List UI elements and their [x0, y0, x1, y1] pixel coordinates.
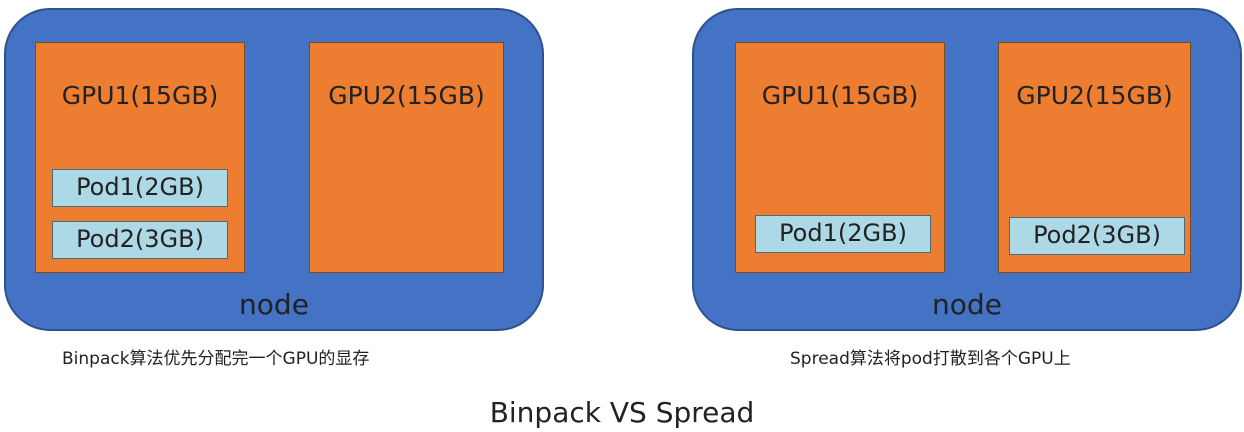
binpack-gpu1: GPU1(15GB) Pod1(2GB) Pod2(3GB) — [35, 42, 245, 273]
binpack-node-label: node — [239, 288, 309, 321]
binpack-caption: Binpack算法优先分配完一个GPU的显存 — [62, 349, 370, 369]
binpack-gpu2-label: GPU2(15GB) — [328, 81, 485, 110]
binpack-pod1: Pod1(2GB) — [52, 169, 228, 207]
spread-gpu2-label: GPU2(15GB) — [1016, 81, 1173, 110]
spread-gpu1: GPU1(15GB) Pod1(2GB) — [735, 42, 945, 273]
binpack-gpu2: GPU2(15GB) — [309, 42, 504, 273]
spread-gpu2: GPU2(15GB) Pod2(3GB) — [998, 42, 1191, 273]
binpack-node: GPU1(15GB) Pod1(2GB) Pod2(3GB) GPU2(15GB… — [4, 8, 544, 331]
binpack-gpu1-label: GPU1(15GB) — [61, 81, 219, 110]
binpack-pod2: Pod2(3GB) — [52, 221, 228, 259]
spread-gpu1-label: GPU1(15GB) — [761, 81, 919, 110]
spread-node-label: node — [932, 288, 1002, 321]
spread-pod1: Pod1(2GB) — [755, 215, 931, 253]
diagram-title: Binpack VS Spread — [489, 396, 755, 429]
spread-caption: Spread算法将pod打散到各个GPU上 — [790, 349, 1071, 369]
spread-pod2: Pod2(3GB) — [1009, 217, 1185, 255]
spread-node: GPU1(15GB) Pod1(2GB) GPU2(15GB) Pod2(3GB… — [692, 8, 1242, 331]
